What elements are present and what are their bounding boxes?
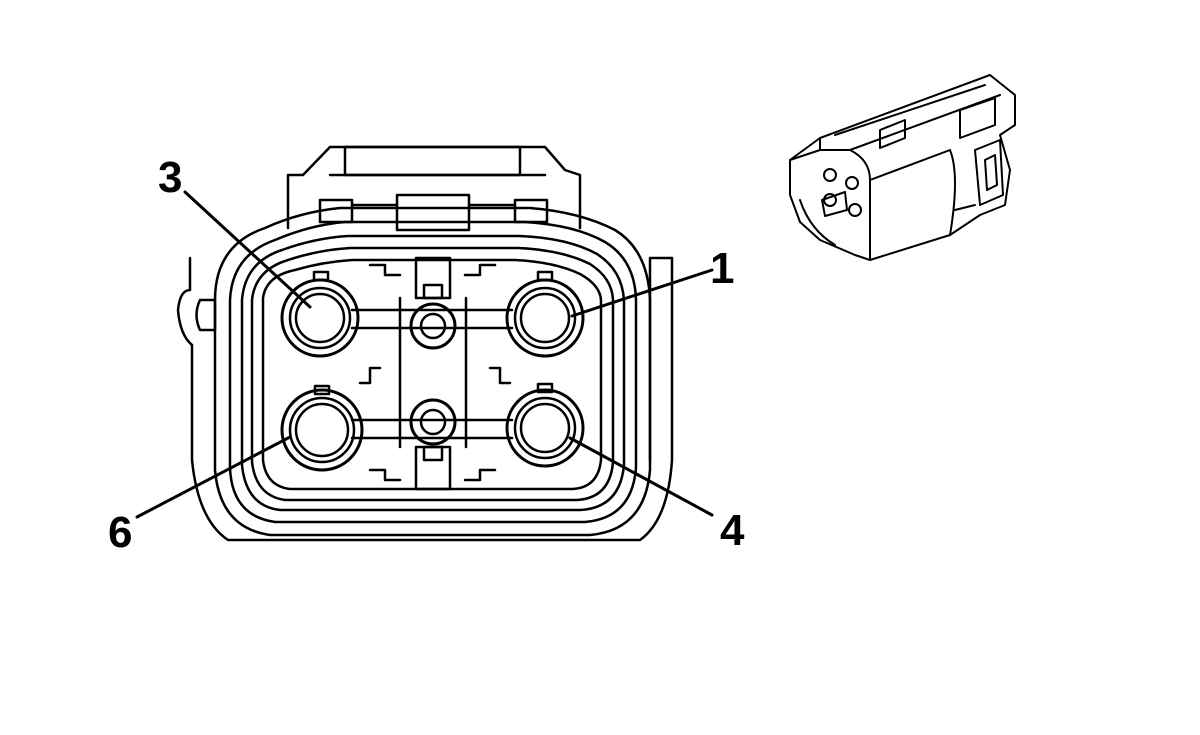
- center-post-upper: [409, 302, 457, 350]
- leader-line-3: [183, 190, 312, 309]
- connector-face: [176, 145, 674, 542]
- pin-cavity-6: [280, 384, 364, 472]
- pin-cavity-3: [280, 270, 360, 358]
- pin-label-1: 1: [710, 244, 734, 293]
- pin-label-6: 6: [108, 508, 132, 557]
- pin-label-4: 4: [720, 506, 745, 555]
- center-post-lower: [409, 398, 457, 446]
- leader-line-1: [570, 268, 714, 318]
- pin-label-3: 3: [158, 153, 182, 202]
- connector-3d-thumbnail: [789, 74, 1016, 261]
- pin-cavity-4: [505, 382, 585, 468]
- leader-line-6: [135, 435, 292, 519]
- pin-cavity-1: [505, 270, 585, 358]
- leader-line-4: [568, 436, 714, 517]
